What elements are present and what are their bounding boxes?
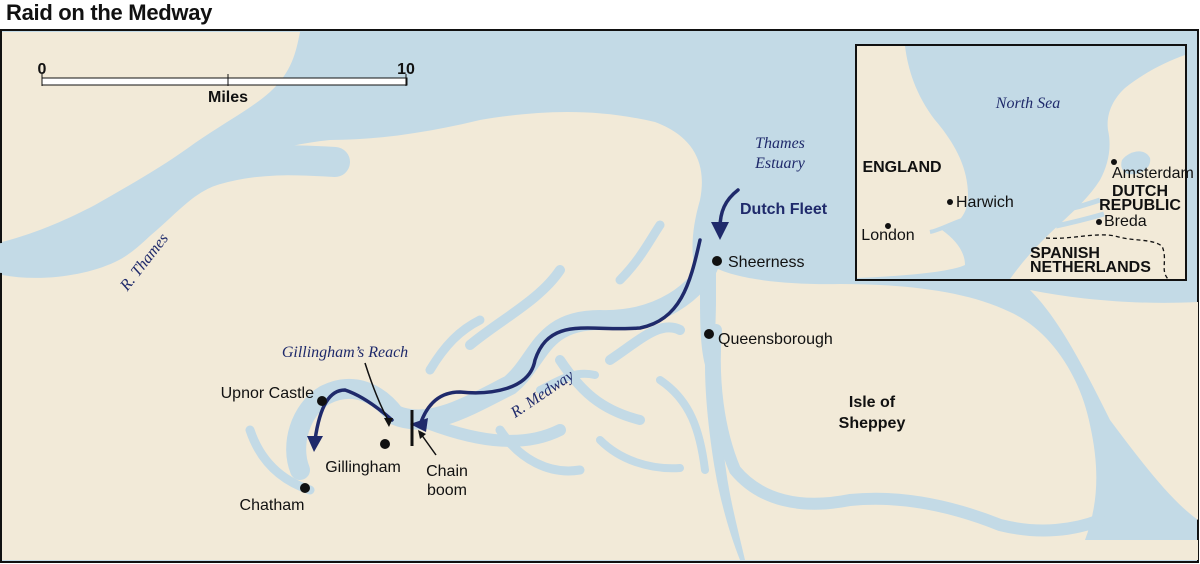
isle-of-sheppey-label-2: Sheppey [839,415,906,432]
queensborough-dot [704,329,714,339]
gillingham-label: Gillingham [325,459,401,476]
isle-of-sheppey-label-1: Isle of [849,394,896,411]
inset-spanish-netherlands-label-2: NETHERLANDS [1030,259,1151,276]
inset-ijsselmeer [1121,151,1151,175]
river-thames [0,145,350,275]
upnor-castle-label: Upnor Castle [221,385,314,402]
upnor-castle-dot [317,396,327,406]
inset-continent [1010,46,1185,279]
chain-boom-label-1: Chain [426,463,468,480]
inset-north-sea-label: North Sea [995,95,1060,112]
sheerness-label: Sheerness [728,254,805,271]
inset-thames [929,218,963,234]
inset-amsterdam-label: Amsterdam [1112,165,1194,182]
inset-england-label: ENGLAND [862,159,941,176]
inset-border [1045,234,1169,280]
inset-dutch-republic-label-1: DUTCH [1112,183,1168,200]
chain-boom-label-2: boom [427,482,467,499]
scale-unit-label: Miles [208,89,248,106]
scale-bar: 0 10 Miles [38,61,415,106]
inset-london-label: London [861,227,914,244]
thames-estuary-label-2: Estuary [754,155,806,172]
scale-start-label: 0 [38,61,47,78]
inset-harwich-dot [947,199,953,205]
inset-london-dot [885,223,891,229]
inset-harwich-label: Harwich [956,194,1014,211]
river-swale [708,324,1106,537]
inset-england [857,46,968,278]
scale-end-label: 10 [397,61,415,78]
inset-scheldt [1049,197,1105,229]
inset-breda-label: Breda [1104,213,1147,230]
land-east [1030,290,1198,520]
land-south [2,112,740,560]
dutch-fleet-label: Dutch Fleet [740,201,828,218]
arrow-head-fleet [711,222,729,240]
land-sheppey [715,268,1198,560]
arrow-head-chain [410,418,428,432]
inset-map: North Sea ENGLAND Harwich London Amsterd… [855,44,1194,281]
queensborough-label: Queensborough [718,331,833,348]
inset-breda-dot [1096,219,1102,225]
chain-boom-pointer-tip [418,430,426,439]
map-title: Raid on the Medway [6,0,213,25]
inset-spanish-netherlands-label-1: SPANISH [1030,245,1100,262]
gillingham-dot [380,439,390,449]
thames-estuary-label-1: Thames [755,135,805,152]
reach-pointer-tip [384,418,393,427]
chain-boom-pointer [420,433,437,456]
reach-pointer [364,362,389,421]
chatham-label: Chatham [240,497,305,514]
sheerness-dot [712,256,722,266]
gillinghams-reach-label: Gillingham’s Reach [282,344,408,361]
chatham-dot [300,483,310,493]
arrow-head-chatham [307,436,323,452]
inset-dutch-republic-label-2: REPUBLIC [1099,197,1181,214]
inset-amsterdam-dot [1111,159,1117,165]
